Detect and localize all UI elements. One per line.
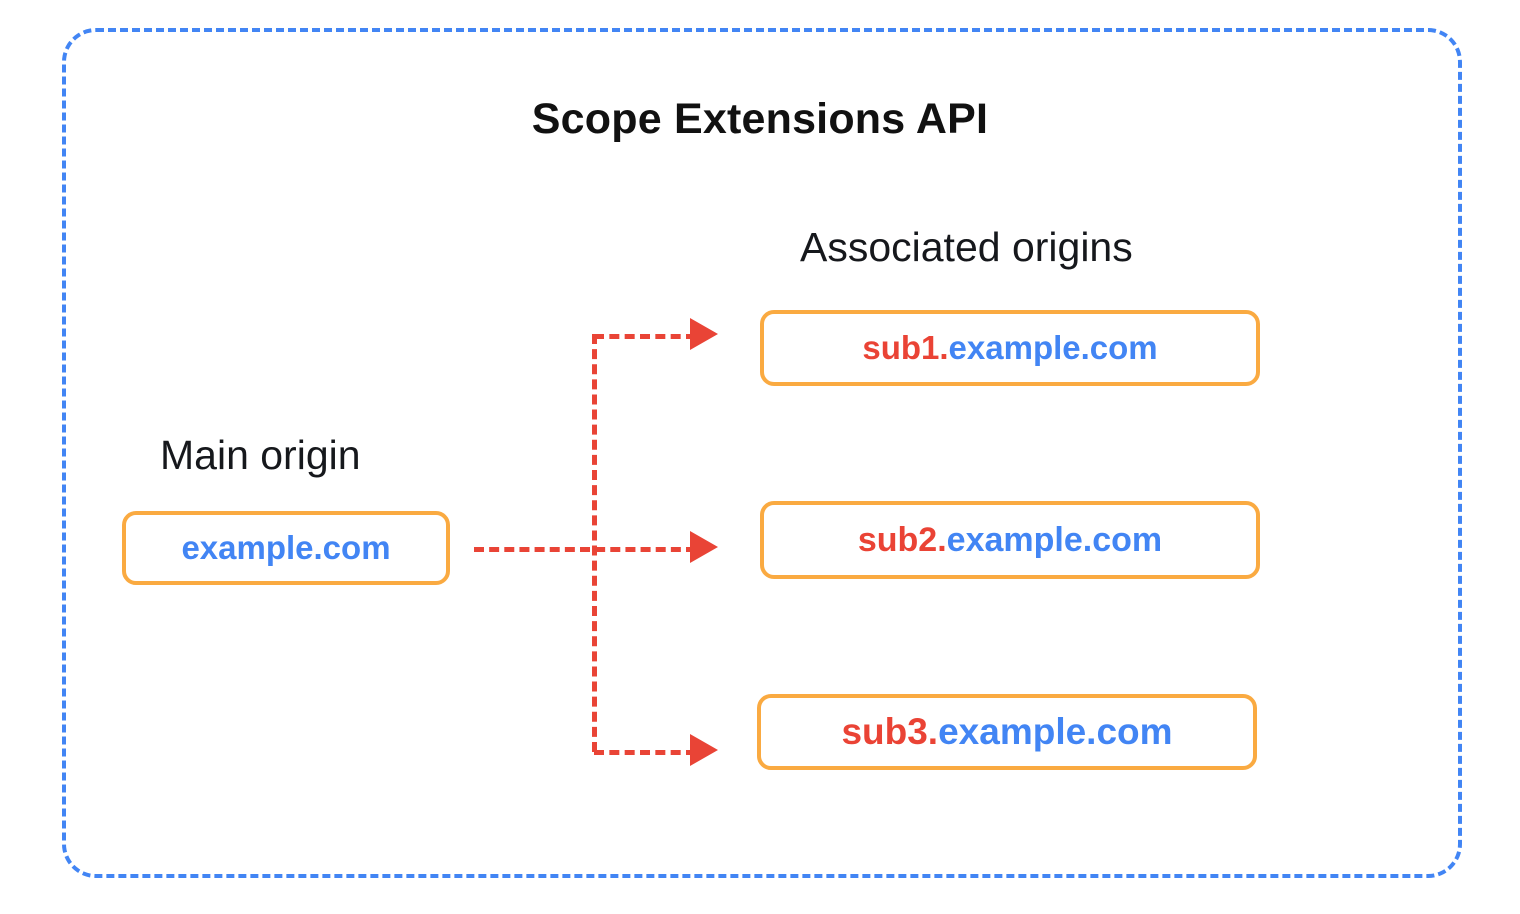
associated-origins-label: Associated origins <box>800 224 1133 270</box>
associated-origin-domain-sub2: example.com <box>946 520 1163 559</box>
associated-origin-domain-sub1: example.com <box>948 329 1158 366</box>
main-origin-label: Main origin <box>160 432 361 478</box>
arrowhead-icon-sub2 <box>690 531 718 563</box>
associated-origin-box-sub2[interactable]: sub2.example.com <box>760 501 1260 579</box>
arrowhead-icon-sub1 <box>690 318 718 350</box>
arrowhead-icon-sub3 <box>690 734 718 766</box>
main-origin-domain-text: example.com <box>181 529 391 566</box>
associated-origin-box-sub3[interactable]: sub3.example.com <box>757 694 1257 770</box>
page-title: Scope Extensions API <box>531 95 989 143</box>
associated-origin-subdomain-sub2: sub2. <box>857 520 947 559</box>
connector-vertical-trunk <box>592 334 597 752</box>
associated-origin-subdomain-sub1: sub1. <box>862 329 949 366</box>
associated-origin-domain-sub3: example.com <box>938 711 1173 752</box>
associated-origin-box-sub1[interactable]: sub1.example.com <box>760 310 1260 386</box>
scope-extensions-frame <box>62 28 1462 878</box>
associated-origin-subdomain-sub3: sub3. <box>841 711 939 752</box>
connector-sub3-horizontal <box>594 750 696 755</box>
main-origin-box[interactable]: example.com <box>122 511 450 585</box>
connector-main-horizontal <box>474 547 696 552</box>
connector-sub1-horizontal <box>594 334 696 339</box>
